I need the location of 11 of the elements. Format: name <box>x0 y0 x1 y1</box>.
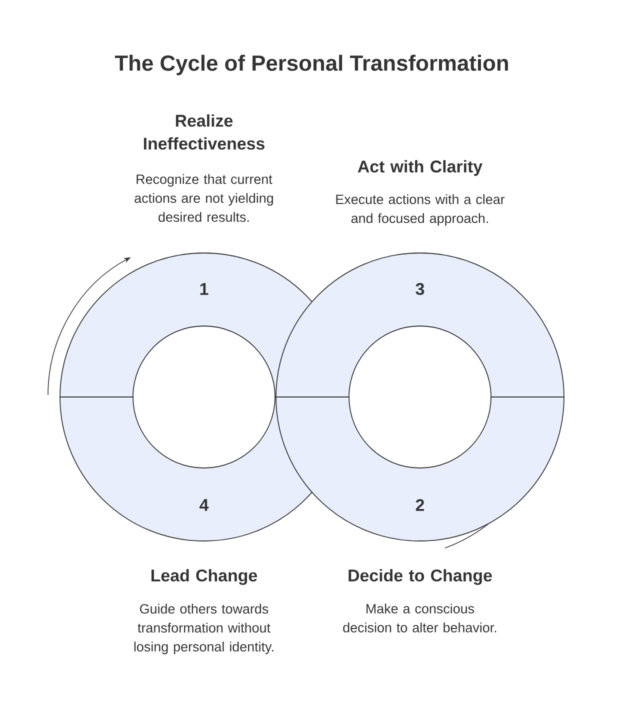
ring-segment: 2 <box>276 396 564 542</box>
ring-segment: 3 <box>276 252 564 398</box>
title: The Cycle of Personal Transformation <box>114 54 508 76</box>
step-description: Make a conscious decision to alter behavior. <box>343 604 496 632</box>
step-heading: Lead Change <box>152 569 258 585</box>
step-description: Recognize that current actions are not yielding desired results. <box>134 174 273 222</box>
step-description: Guide others towards transformation without losing personal identity. <box>134 604 274 654</box>
step-heading: Decide to Change <box>348 569 492 585</box>
step-heading: Realize Ineffectiveness <box>144 114 264 150</box>
step-description: Execute actions with a clear and focused approach. <box>336 194 505 226</box>
step-heading: Act with Clarity <box>358 160 482 176</box>
